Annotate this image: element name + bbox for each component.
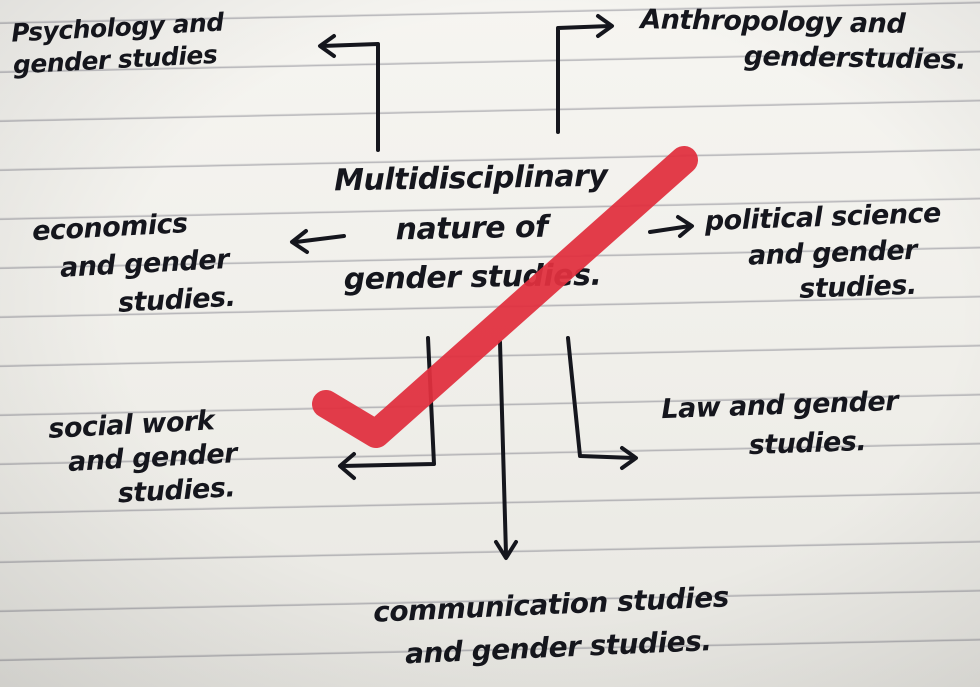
arrow-to-political-science — [648, 224, 692, 234]
arrow-to-anthropology — [556, 24, 612, 134]
arrow-to-economics — [294, 234, 346, 244]
arrow-to-psychology — [320, 42, 380, 152]
arrow-to-law — [566, 336, 636, 460]
arrow-to-communication — [498, 340, 508, 556]
